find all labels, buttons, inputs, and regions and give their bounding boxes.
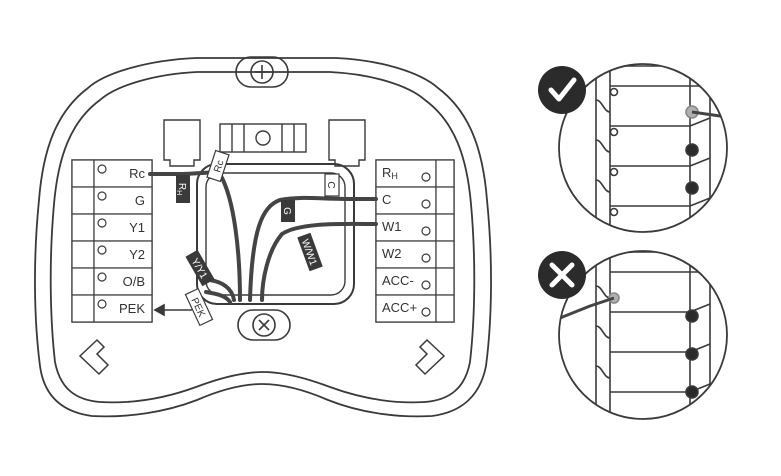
terminal-hole-icon [421, 253, 431, 263]
right-terminal-main: W1 [382, 219, 402, 234]
top-screw [235, 56, 289, 88]
right-terminal-3: W2 [375, 240, 455, 269]
left-terminal-3: Y2 [71, 240, 153, 269]
right-terminal-sub: H [391, 171, 398, 181]
left-terminal-4: O/B [71, 267, 153, 296]
base-plate [34, 57, 492, 418]
wire-pek-hook [204, 290, 232, 304]
terminal-hole-icon [97, 299, 107, 309]
terminal-hole-icon [97, 164, 107, 174]
right-terminal-label: RH [382, 165, 398, 181]
right-terminal-1: C [375, 186, 455, 215]
right-terminal-5: ACC+ [375, 294, 455, 323]
wire-tag-y-y1: Y/Y1 [185, 249, 215, 287]
base-plate-inner [49, 71, 476, 404]
right-terminal-main: R [382, 165, 391, 180]
terminal-hole-icon [421, 280, 431, 290]
left-terminal-1: G [71, 186, 153, 215]
left-terminal-label: Y1 [129, 220, 145, 235]
terminal-hole-icon [97, 272, 107, 282]
x-mark-icon [549, 262, 575, 288]
right-terminal-2: W1 [375, 213, 455, 242]
left-terminal-label: Rc [129, 166, 145, 181]
left-terminal-label: PEK [119, 301, 145, 316]
left-terminal-0: Rc [71, 159, 153, 188]
wire-hole [196, 163, 355, 305]
wire-rc-down [219, 174, 242, 302]
left-terminal-label: Y2 [129, 247, 145, 262]
base-plate-outer [34, 57, 492, 418]
right-terminal-4: ACC- [375, 267, 455, 296]
wire-tag-c-text: C [325, 181, 336, 188]
right-terminal-label: ACC+ [382, 300, 417, 315]
terminal-hole-icon [97, 245, 107, 255]
wire-tag-rh-text: R [176, 183, 187, 190]
wire-tag-c: C [324, 173, 340, 197]
left-terminal-label: O/B [123, 274, 145, 289]
left-terminal-2: Y1 [71, 213, 153, 242]
wire-tag-rc: Rc [206, 149, 230, 183]
wire-y-hook [208, 278, 236, 302]
right-terminal-main: ACC+ [382, 300, 417, 315]
check-badge [538, 66, 586, 114]
terminal-hole-icon [421, 199, 431, 209]
left-terminal-label: G [135, 193, 145, 208]
wire-tag-g-text: G [281, 207, 292, 215]
wire-tag-w-w1: W/W1 [297, 232, 323, 272]
x-badge [538, 251, 586, 299]
check-mark-icon [548, 77, 577, 102]
wire-tag-rh: RH [175, 175, 190, 203]
left-terminal-5: PEK [71, 294, 153, 323]
right-terminal-main: W2 [382, 246, 402, 261]
right-terminal-label: W2 [382, 246, 402, 261]
right-terminal-0: RH [375, 159, 455, 188]
terminal-hole-icon [97, 191, 107, 201]
right-terminal-main: C [382, 192, 391, 207]
bottom-screw [237, 309, 291, 341]
terminal-hole-icon [421, 172, 431, 182]
corner-brackets [78, 338, 446, 376]
wire-c [248, 195, 378, 302]
terminal-hole-icon [421, 226, 431, 236]
right-terminal-label: W1 [382, 219, 402, 234]
svg-text:RH: RH [175, 183, 187, 195]
inset-correct [538, 63, 728, 233]
wire-tag-g: G [281, 200, 295, 222]
inset-incorrect [538, 250, 728, 420]
bubble-level [219, 123, 307, 153]
wire-tag-rc-text: Rc [212, 159, 226, 174]
right-terminal-label: C [382, 192, 391, 207]
right-terminal-label: ACC- [382, 273, 414, 288]
mounting-tabs [163, 119, 366, 167]
pek-arrow [153, 303, 192, 317]
terminal-hole-icon [97, 218, 107, 228]
right-terminal-main: ACC- [382, 273, 414, 288]
terminal-hole-icon [421, 307, 431, 317]
wire-w1 [260, 221, 378, 302]
wire-tag-rh-sub: H [175, 190, 182, 195]
